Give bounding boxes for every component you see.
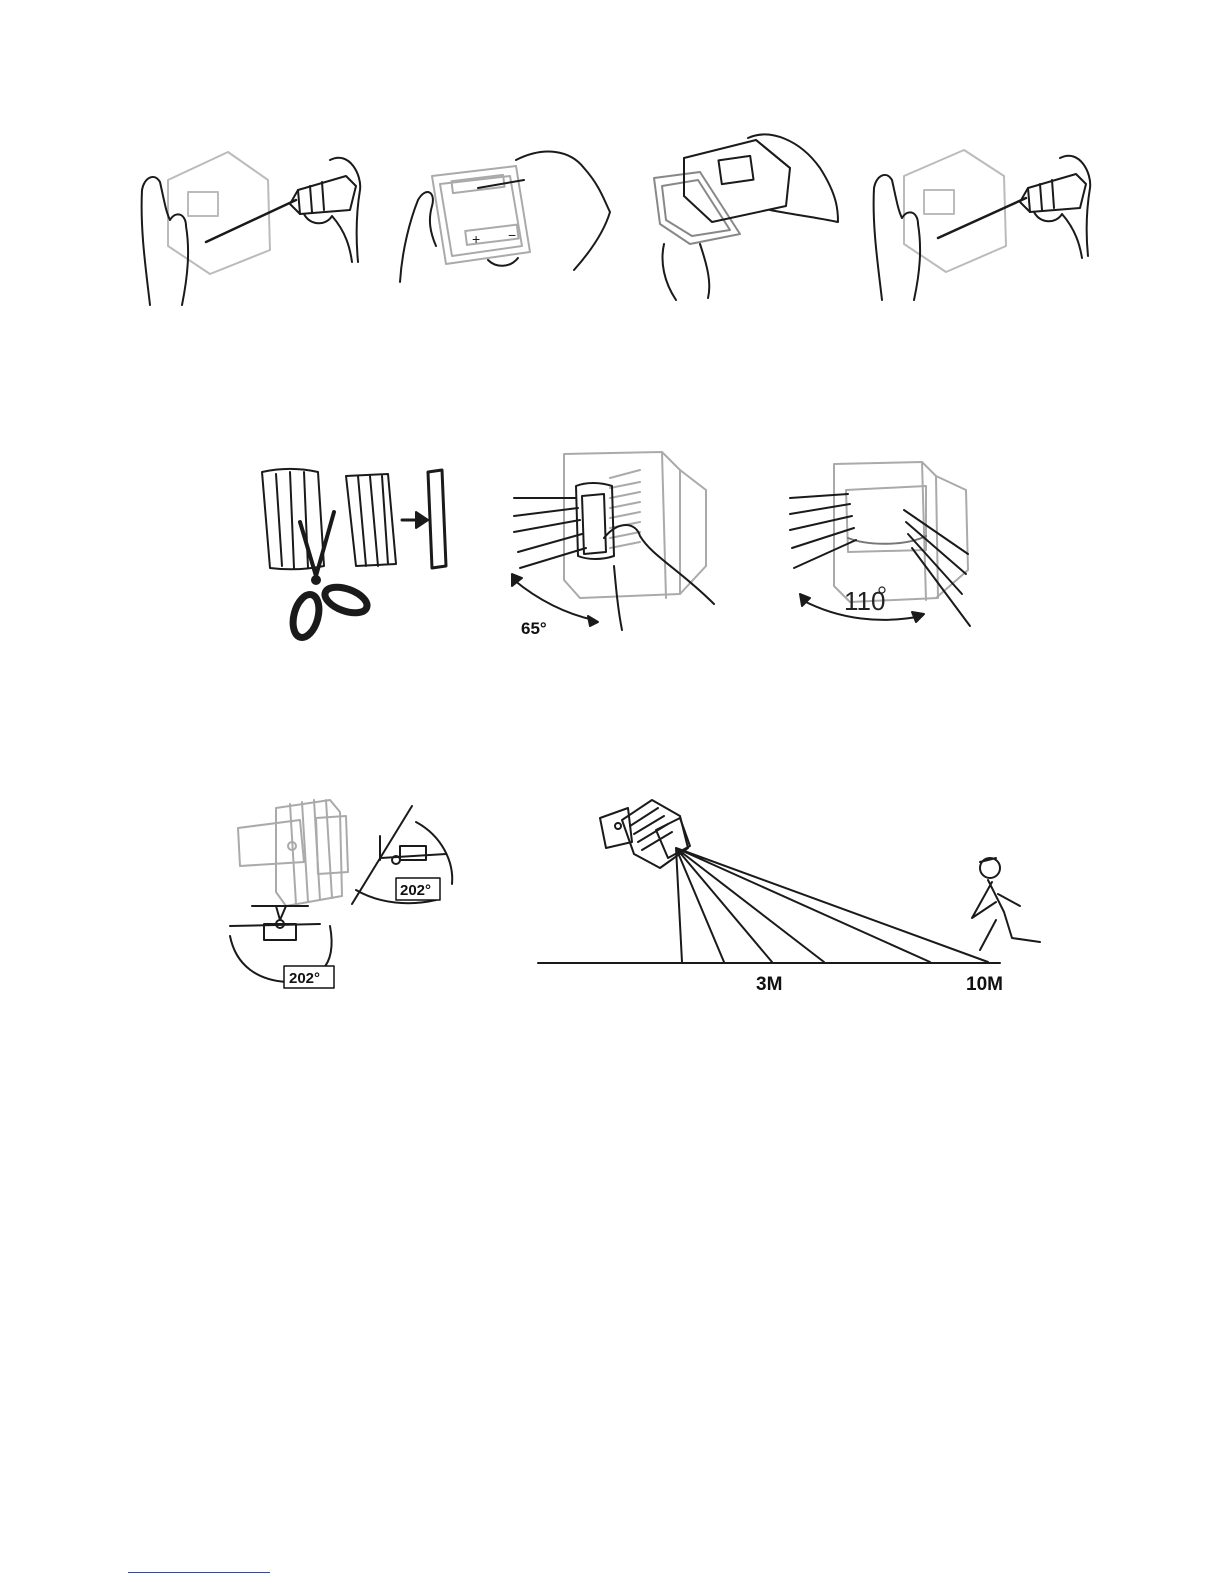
walking-person-icon [972, 858, 1040, 950]
step-tighten-screw-illustration [874, 150, 1091, 300]
bottom-angle-label: 202° [289, 970, 320, 987]
range-near-label: 3M [756, 974, 782, 995]
svg-text:−: − [508, 227, 516, 243]
step-close-cover-illustration [654, 135, 838, 300]
pan-angle-label: 65° [521, 619, 547, 638]
footer-link-underline[interactable] [128, 1572, 270, 1573]
sensor-65-degree-illustration [512, 452, 714, 630]
svg-text:+: + [472, 231, 480, 247]
step-insert-batteries-illustration: + − [400, 152, 610, 282]
detection-range-illustration [538, 800, 1040, 963]
range-far-label: 10M [966, 974, 1003, 995]
side-angle-label: 202° [400, 882, 431, 899]
step-cut-mask-illustration [262, 469, 446, 640]
step-open-cover-illustration [142, 152, 361, 305]
